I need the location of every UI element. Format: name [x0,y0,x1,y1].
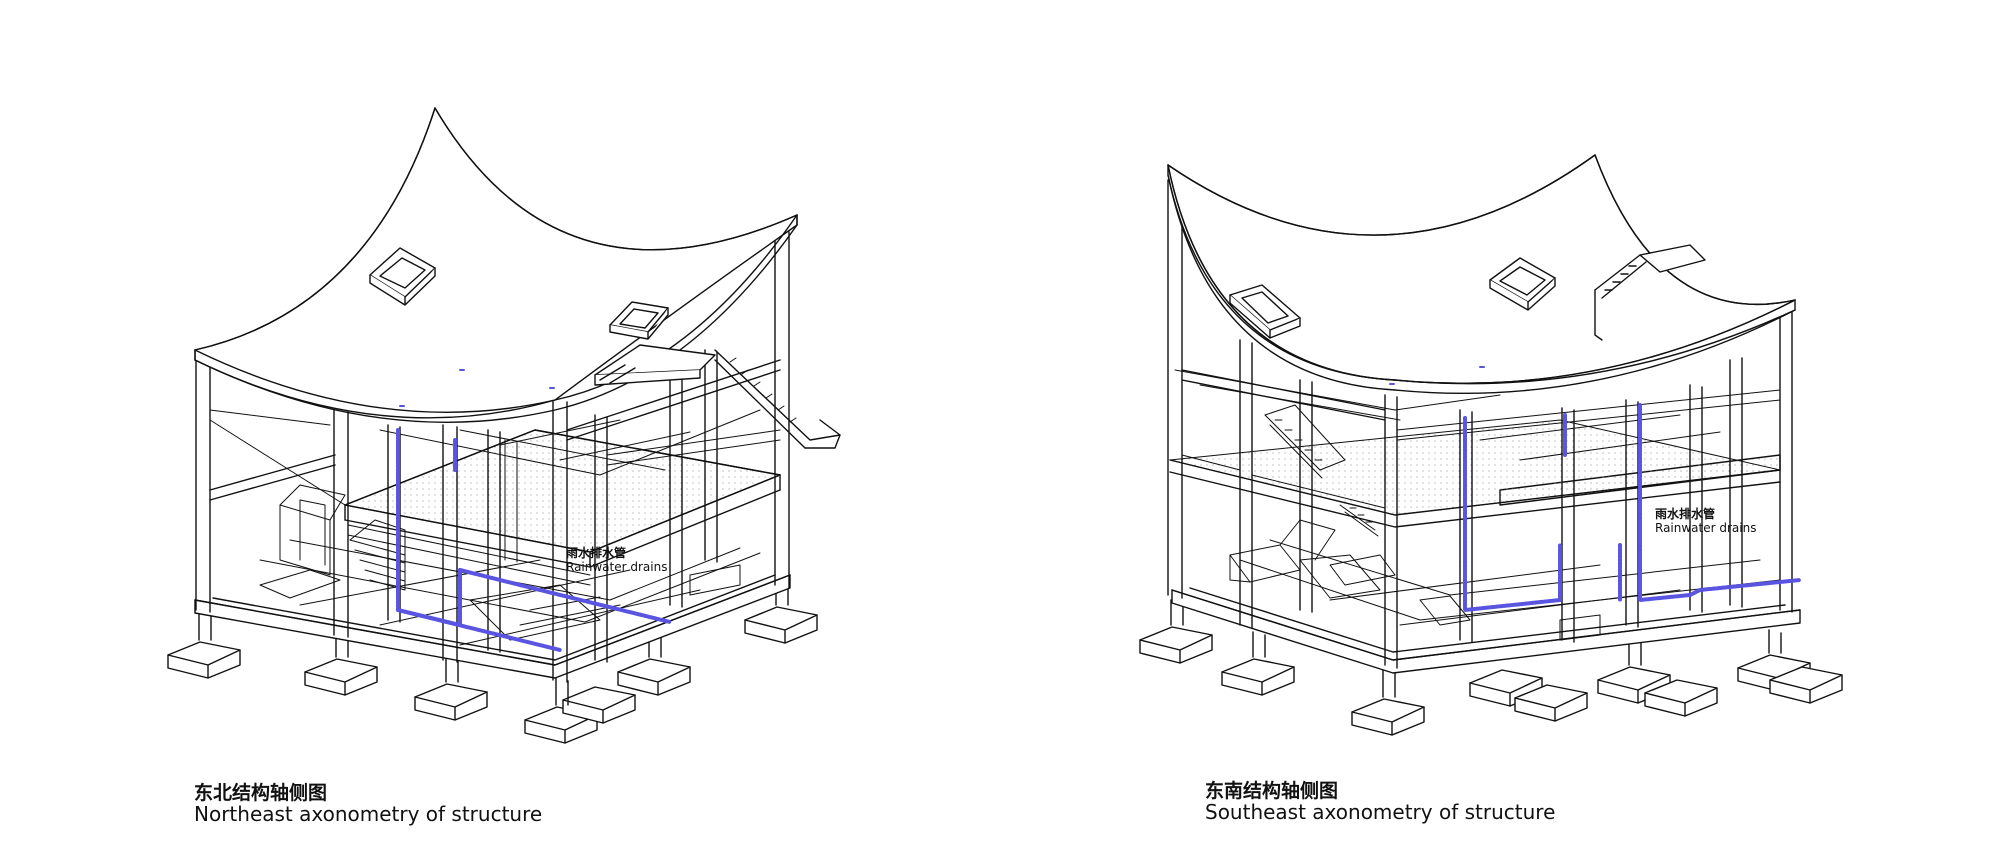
ground-floor-deck [194,539,791,679]
upper-floor-slab [209,409,781,568]
roof-skylights [1229,257,1556,339]
eave-markers [399,369,555,407]
northeast-axonometry: 雨水排水管 Rainwater drains 东北结构轴侧图 Northeast… [167,107,841,826]
rainwater-drain-pipes [1463,403,1802,612]
diagram-caption: 东北结构轴侧图 Northeast axonometry of structur… [194,782,543,826]
caption-cn: 东南结构轴侧图 [1205,780,1339,802]
footings [167,606,818,744]
curved-roof [1167,154,1796,394]
columns [1167,179,1793,669]
beams [209,359,781,586]
interior-stairs [1229,404,1396,586]
callout-cn: 雨水排水管 [1655,507,1716,521]
caption-en: Southeast axonometry of structure [1205,799,1556,824]
diagram-caption: 东南结构轴侧图 Southeast axonometry of structur… [1205,780,1556,824]
footings [1139,626,1843,736]
roof-stair-landing [594,344,716,386]
interior-stairs [259,484,406,599]
caption-en: Northeast axonometry of structure [194,801,543,826]
roof-skylights [369,247,669,340]
rainwater-drain-pipes [396,428,672,652]
stilts [198,584,789,706]
curved-roof [194,107,798,423]
beams [1181,369,1781,509]
callout-cn: 雨水排水管 [566,546,627,560]
eave-markers [1389,366,1485,385]
southeast-axonometry: 雨水排水管 Rainwater drains 东南结构轴侧图 Southeast… [1000,0,2000,852]
callout-en: Rainwater drains [566,560,668,575]
rainwater-drains-label: 雨水排水管 Rainwater drains [566,546,667,575]
northeast-structure-drawing [167,107,841,744]
southeast-structure-drawing [1139,154,1843,736]
exterior-stair [714,349,841,449]
roof-stair [1594,244,1706,341]
callout-en: Rainwater drains [1655,521,1757,536]
rainwater-drains-label: 雨水排水管 Rainwater drains [1655,507,1756,536]
caption-cn: 东北结构轴侧图 [194,782,328,804]
stilts [1170,599,1782,698]
